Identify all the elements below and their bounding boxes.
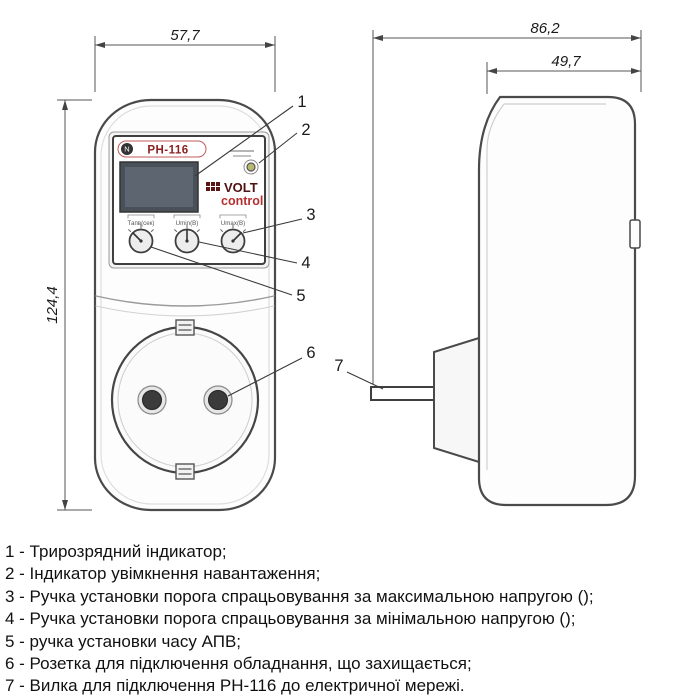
legend-item-3: 3 - Ручка установки порога спрацьовуванн… — [5, 586, 594, 606]
legend-item-4: 4 - Ручка установки порога спрацьовуванн… — [5, 609, 576, 629]
volt-grid-icon — [206, 182, 220, 191]
side-slant-line — [486, 103, 505, 151]
socket-pin-left — [142, 390, 162, 410]
front-view: N РН-116 VOLT control Тапв(сек) Umin(B) … — [93, 98, 277, 512]
callout-5: 5 — [296, 287, 305, 305]
plug-base — [433, 336, 480, 464]
dimension-height: 124,4 — [44, 286, 61, 324]
knob-label-tapv: Тапв(сек) — [128, 220, 155, 227]
body-divider-line-2 — [95, 305, 275, 317]
callout-4: 4 — [301, 254, 310, 272]
dimension-total-depth: 86,2 — [530, 20, 560, 37]
side-rear-clip — [629, 219, 641, 249]
led-caption-mark — [230, 150, 254, 152]
callout-3: 3 — [306, 206, 315, 224]
legend-item-2: 2 - Індикатор увімкнення навантаження; — [5, 564, 321, 584]
knob-pointers — [132, 229, 242, 242]
legend-item-5: 5 - ручка установки часу АПВ; — [5, 631, 242, 651]
callout-1: 1 — [297, 93, 306, 111]
legend-item-6: 6 - Розетка для підключення обладнання, … — [5, 654, 472, 674]
brand-logo-letter: N — [124, 145, 129, 154]
dimension-lines — [57, 30, 642, 511]
lcd-display-inner — [125, 167, 193, 207]
knob-label-umax: Umax(B) — [221, 220, 245, 227]
brand-logo-icon — [121, 143, 133, 155]
device-body-side — [477, 95, 637, 507]
model-label: РН-116 — [147, 145, 188, 157]
dimension-body-depth: 49,7 — [551, 53, 581, 70]
technical-drawing: N РН-116 VOLT control Тапв(сек) Umin(B) … — [44, 20, 642, 512]
device-body-inner-contour — [100, 105, 270, 505]
callout-2: 2 — [301, 121, 310, 139]
plug-pin — [370, 386, 438, 401]
legend-item-7: 7 - Вилка для підключення РН-116 до елек… — [5, 676, 465, 696]
knob-label-umin: Umin(B) — [176, 220, 199, 227]
socket — [110, 325, 260, 475]
brand-volt: VOLT — [224, 180, 258, 195]
knob-ticks — [128, 224, 246, 232]
load-indicator-led — [246, 162, 256, 172]
led-caption-mark-2 — [233, 155, 251, 157]
callout-6: 6 — [306, 344, 315, 362]
socket-ground-clip-bottom — [175, 463, 195, 480]
callout-7: 7 — [334, 357, 343, 375]
socket-pin-right — [208, 390, 228, 410]
body-divider-line — [95, 295, 275, 307]
socket-ground-clip-top — [175, 319, 195, 336]
knob-label-brackets — [127, 214, 247, 219]
legend-item-1: 1 - Трирозрядний індикатор; — [5, 542, 227, 561]
brand-control: control — [221, 194, 263, 208]
model-label-border — [117, 140, 207, 158]
dimension-front-width: 57,7 — [170, 27, 200, 44]
knob-centers — [139, 239, 235, 243]
legend: 1 - Трирозрядний індикатор; 2 - Індикато… — [0, 537, 700, 698]
side-view — [370, 95, 641, 507]
load-indicator-led-ring — [243, 159, 259, 175]
callout-leader-lines — [150, 105, 384, 397]
